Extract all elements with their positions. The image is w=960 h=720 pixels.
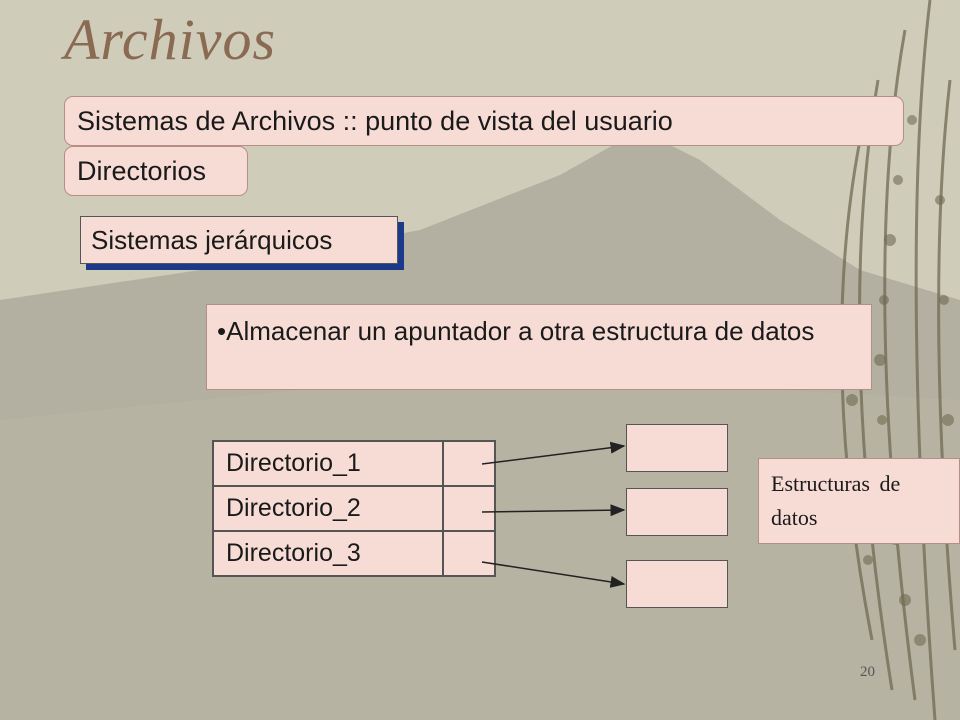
directory-name: Directorio_1 [212,440,444,487]
directory-name: Directorio_2 [212,485,444,532]
pointer-cell [442,440,496,487]
heading-file-systems: Sistemas de Archivos :: punto de vista d… [64,96,904,146]
data-structure-box [626,424,728,472]
table-row: Directorio_3 [212,530,496,577]
table-row: Directorio_2 [212,485,496,532]
subheading-hierarchical: Sistemas jerárquicos [80,216,398,264]
data-structure-box [626,560,728,608]
bullet-text: •Almacenar un apuntador a otra estructur… [206,304,872,390]
heading-directories: Directorios [64,146,248,196]
table-row: Directorio_1 [212,440,496,487]
data-structure-box [626,488,728,536]
directory-name: Directorio_3 [212,530,444,577]
directory-table: Directorio_1 Directorio_2 Directorio_3 [212,440,496,577]
page-number: 20 [860,664,875,680]
data-structures-label: Estructuras de datos [758,458,960,544]
pointer-cell [442,485,496,532]
slide-title: Archivos [64,7,277,72]
pointer-cell [442,530,496,577]
